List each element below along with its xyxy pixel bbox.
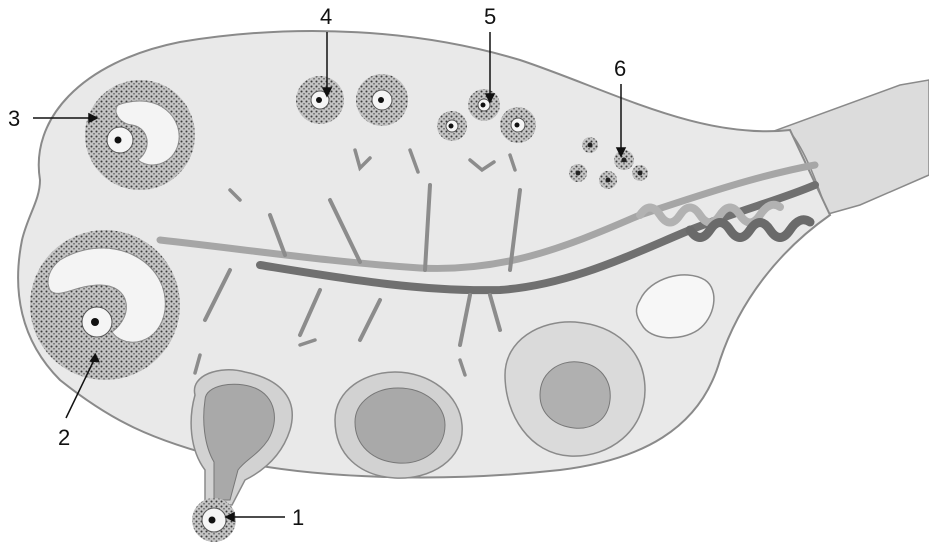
label-2: 2: [58, 425, 70, 450]
label-1: 1: [292, 505, 304, 530]
label-4: 4: [320, 4, 332, 29]
label-5: 5: [484, 4, 496, 29]
label-3: 3: [8, 106, 20, 131]
antral-follicle-lower: [30, 230, 180, 380]
antral-follicle-upper: [85, 80, 195, 190]
label-6: 6: [614, 56, 626, 81]
